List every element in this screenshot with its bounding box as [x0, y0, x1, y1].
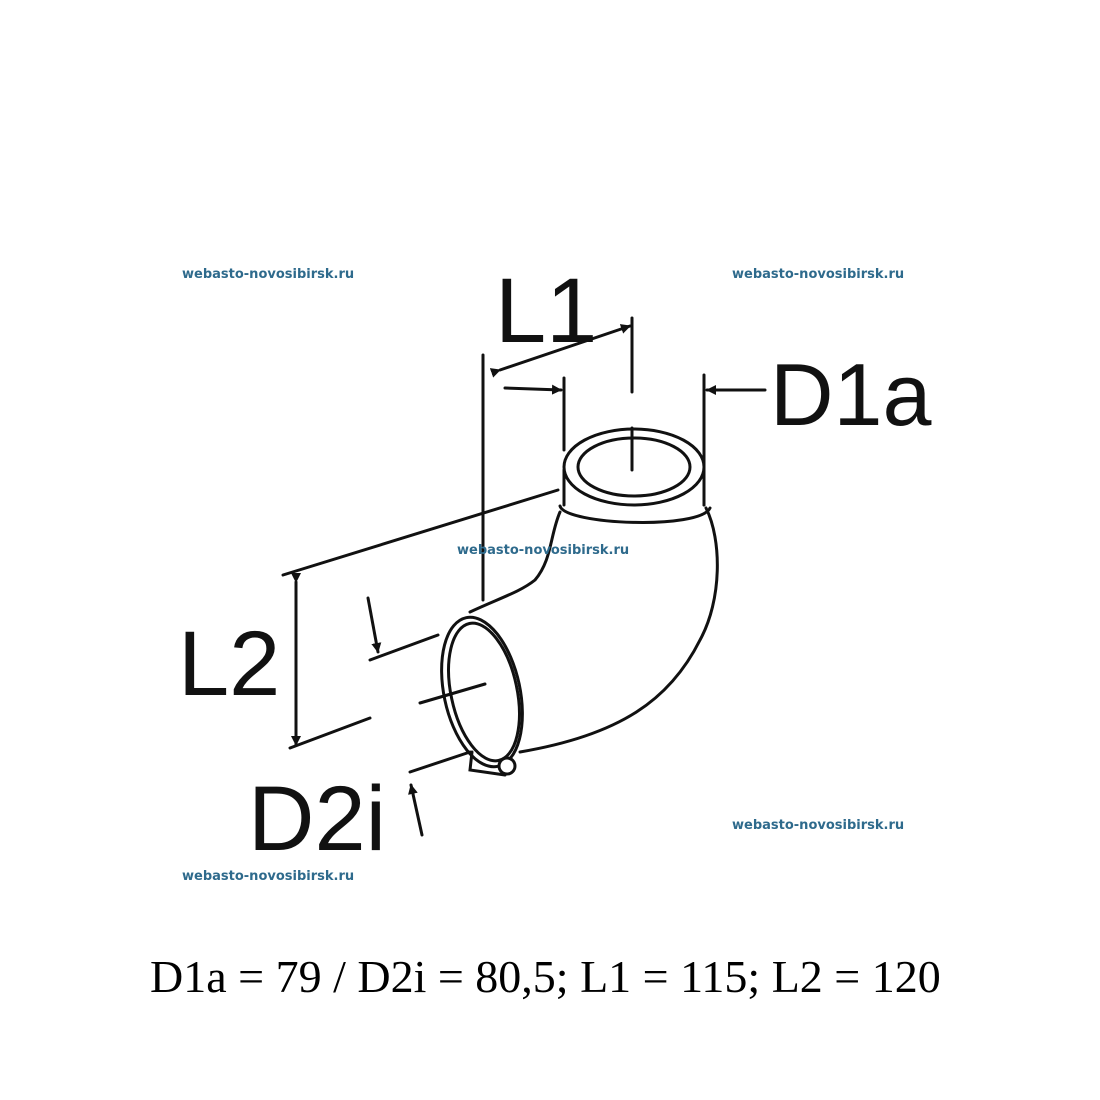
l1-arrow [489, 324, 632, 378]
label-d1a: D1a [770, 345, 931, 444]
elbow-outer-contour [518, 506, 719, 754]
watermark-top-left: webasto-novosibirsk.ru [182, 267, 354, 282]
elbow-inner-contour [468, 510, 562, 614]
label-l2: L2 [178, 613, 280, 715]
bottom-inner-ring [447, 621, 521, 763]
watermark-top-right: webasto-novosibirsk.ru [732, 267, 904, 282]
watermark-bottom-left: webasto-novosibirsk.ru [182, 869, 354, 884]
d2i-arrow [408, 783, 424, 837]
d1a-arrow-left [503, 384, 563, 395]
watermark-bottom-right: webasto-novosibirsk.ru [732, 818, 904, 833]
clamp-tab [468, 750, 507, 777]
watermark-center: webasto-novosibirsk.ru [457, 543, 629, 558]
top-outer-ring [562, 427, 706, 507]
dimensions-caption: D1a = 79 / D2i = 80,5; L1 = 115; L2 = 12… [150, 951, 941, 1002]
top-inner-ring [576, 436, 692, 498]
label-d2i: D2i [248, 768, 386, 870]
clamp-screw [497, 756, 517, 776]
label-l1: L1 [495, 260, 597, 362]
